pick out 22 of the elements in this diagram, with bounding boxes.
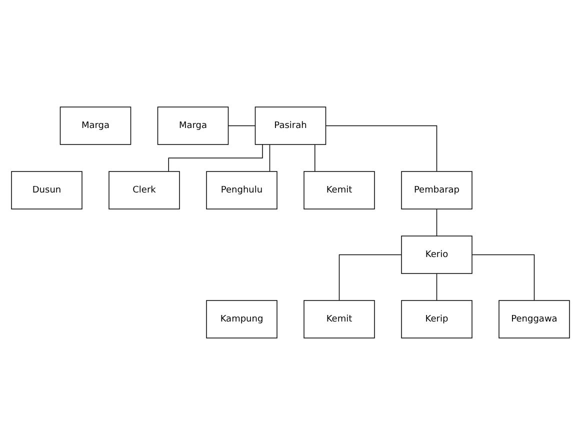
node-box: Pasirah xyxy=(254,106,326,145)
node-box: Penghulu xyxy=(206,171,278,210)
connector xyxy=(269,144,270,172)
node-box: Dusun xyxy=(11,171,82,210)
node-box: Pembarap xyxy=(401,171,472,210)
node-box: Kemit xyxy=(304,300,375,338)
connector xyxy=(472,254,535,301)
connector xyxy=(436,273,438,301)
node-box: Kampung xyxy=(206,300,278,338)
node-box: Kerio xyxy=(401,236,472,274)
connector xyxy=(314,144,316,172)
node-box: Marga xyxy=(60,106,132,145)
node-box: Clerk xyxy=(108,171,180,210)
node-box: Penggawa xyxy=(498,300,570,338)
connector xyxy=(326,125,438,172)
connector xyxy=(228,125,256,126)
node-box: Kerip xyxy=(401,300,472,338)
connector xyxy=(436,208,438,236)
connector xyxy=(168,144,263,172)
connector xyxy=(338,254,402,301)
node-box: Kemit xyxy=(304,171,375,210)
node-box: Marga xyxy=(157,106,229,145)
